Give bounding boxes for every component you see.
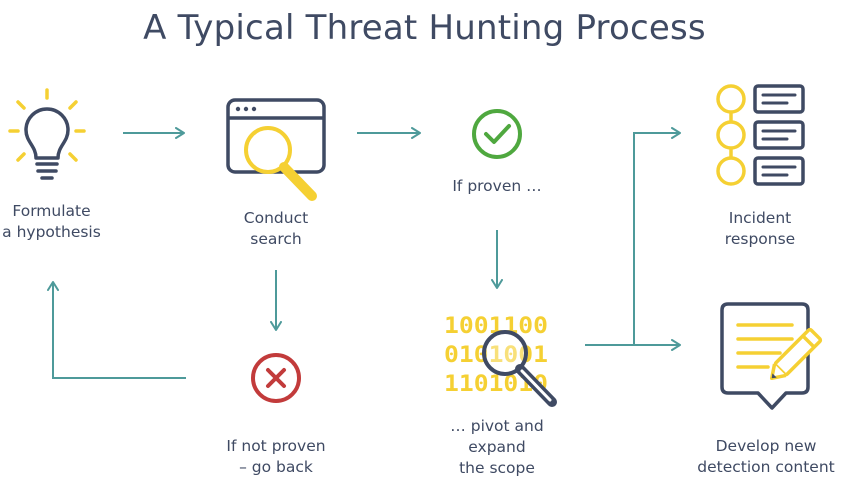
arrow-branch-to-incident: [633, 127, 681, 345]
label-develop-detection-content: Develop new detection content: [697, 437, 835, 476]
browser-search-icon: [226, 98, 326, 201]
label-if-not-proven: If not proven – go back: [226, 437, 326, 476]
label-pivot-expand-scope: … pivot and expand the scope: [450, 417, 544, 477]
checklist-icon: [716, 84, 805, 186]
label-if-proven: If proven …: [452, 177, 542, 195]
binary-magnifier-icon: 1001100 0101001 1101010: [444, 314, 557, 407]
label-conduct-search: Conduct search: [243, 209, 309, 248]
x-circle-icon: [251, 353, 301, 403]
label-formulate-hypothesis: Formulate a hypothesis: [2, 202, 101, 241]
page-title: A Typical Threat Hunting Process: [143, 8, 706, 48]
label-incident-response: Incident response: [724, 209, 796, 248]
document-pencil-icon: [720, 302, 823, 410]
check-circle-icon: [472, 109, 522, 159]
arrow-go-back-to-hypothesis: [47, 281, 186, 379]
binary-row: 0101001: [444, 343, 548, 368]
lightbulb-icon: [8, 88, 86, 180]
